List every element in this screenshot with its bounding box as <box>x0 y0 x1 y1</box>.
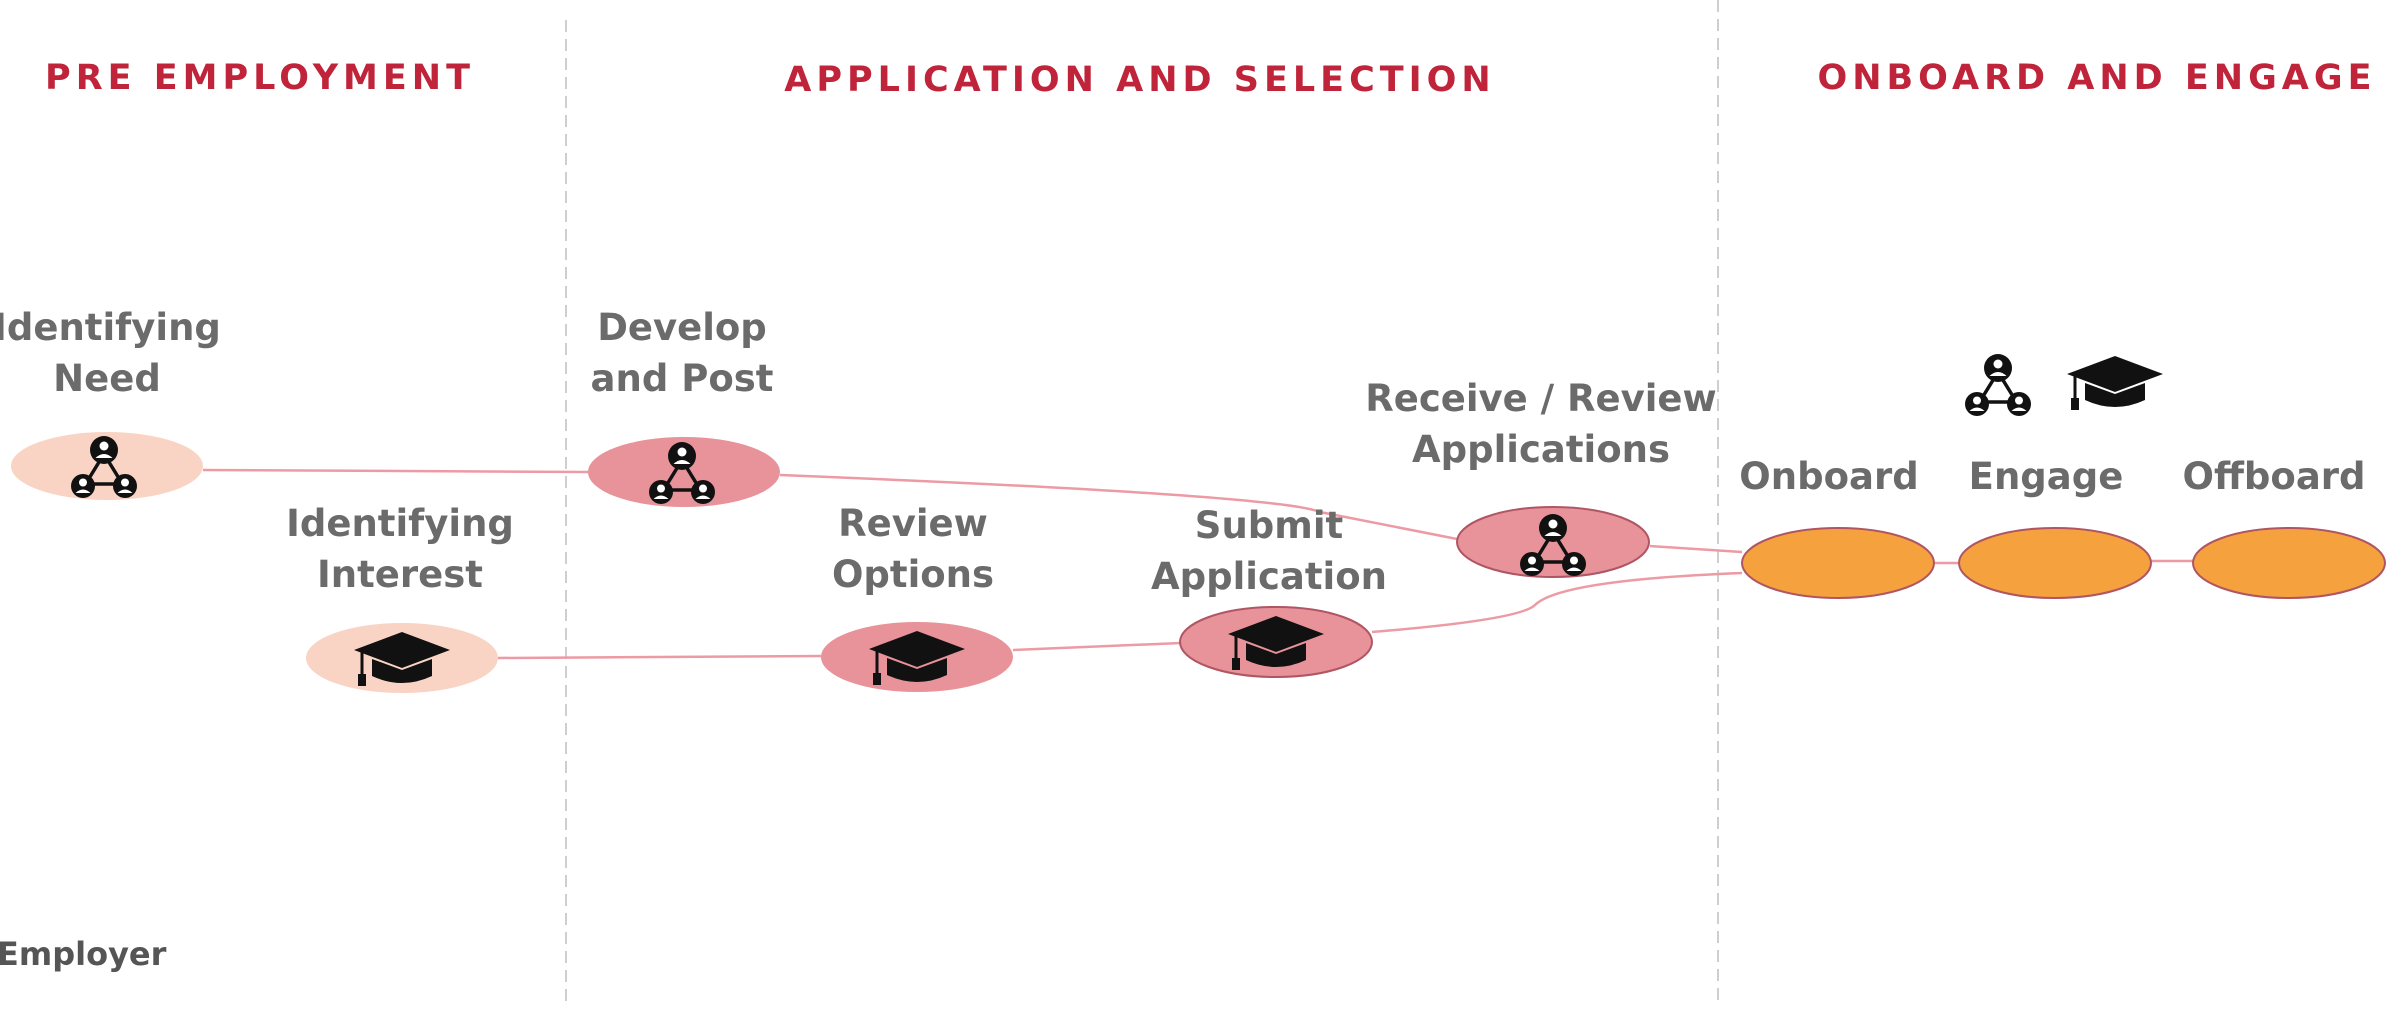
step-onboard: Onboard <box>1739 455 1935 599</box>
phase-title-application-and-selection: APPLICATION AND SELECTION <box>784 60 1495 100</box>
step-submit-application: Submit Application <box>1151 504 1387 678</box>
step-node <box>11 432 203 500</box>
step-label-line: and Post <box>591 357 774 400</box>
people-network-icon <box>1963 352 2033 418</box>
connector-line <box>1371 571 1743 634</box>
step-label-line: Engage <box>1969 455 2124 498</box>
graduation-cap-icon <box>2065 354 2165 412</box>
connector-line <box>202 468 589 474</box>
step-label-line: Review <box>838 502 988 545</box>
step-label-line: Offboard <box>2182 455 2365 498</box>
step-node <box>2192 527 2386 599</box>
step-review-options: Review Options <box>821 502 1013 692</box>
phase-title-pre-employment: PRE EMPLOYMENT <box>45 58 475 98</box>
step-develop-and-post: Develop and Post <box>588 306 780 507</box>
connector-line <box>1649 544 1743 554</box>
step-label-line: Interest <box>317 553 483 596</box>
step-label-line: Onboard <box>1739 455 1918 498</box>
step-label-line: Identifying <box>0 306 221 349</box>
step-receive-review-applications: Receive / Review Applications <box>1365 377 1717 578</box>
step-node <box>1958 527 2152 599</box>
phase-title-onboard-and-engage: ONBOARD AND ENGAGE <box>1817 58 2376 98</box>
step-label-line: Develop <box>597 306 767 349</box>
step-identifying-need: Identifying Need <box>0 306 221 500</box>
step-label-line: Application <box>1151 555 1387 598</box>
step-node <box>588 437 780 507</box>
step-label-line: Identifying <box>286 502 514 545</box>
step-identifying-interest: Identifying Interest <box>286 502 514 693</box>
step-label-line: Options <box>832 553 994 596</box>
connector-line <box>779 473 1458 541</box>
connector-lines <box>202 468 2193 660</box>
step-offboard: Offboard <box>2182 455 2386 599</box>
step-engage: Engage <box>1958 455 2152 599</box>
step-label-line: Receive / Review <box>1365 377 1716 420</box>
connector-line <box>497 654 822 660</box>
shared-icons <box>1963 352 2165 418</box>
step-node <box>1741 527 1935 599</box>
step-label-line: Need <box>53 357 161 400</box>
step-label-line: Applications <box>1412 428 1670 471</box>
connector-line <box>1012 641 1182 652</box>
legend-employer-label: Employer <box>0 935 167 973</box>
step-label-line: Submit <box>1195 504 1343 547</box>
